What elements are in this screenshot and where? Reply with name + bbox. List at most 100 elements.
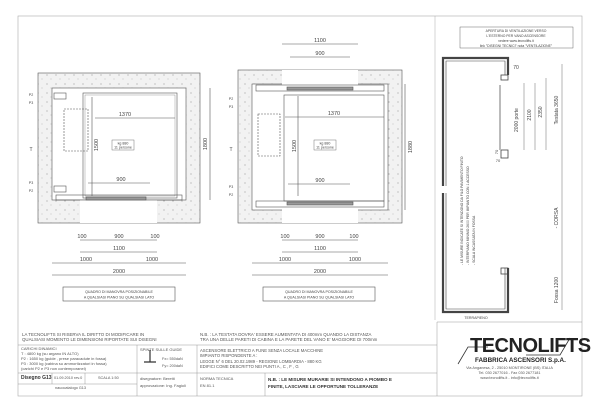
ground-label: TERRAPIENO (464, 316, 488, 320)
nb-bottom-line-2: FINITE, LASCIARE LE OPPORTUNE TOLLERANZE (268, 383, 379, 389)
title-block-grid (18, 321, 582, 396)
opening-dim: 1100 (314, 246, 326, 252)
label-p3: P3 (29, 181, 33, 185)
panel-note-1: QUADRO DI MANOVRA POSIZIONABILE (85, 290, 153, 294)
drawing-scale: SCALA 1:50 (98, 376, 119, 380)
spec-line-1: ASCENSORE ELETTRICO A FUNE SENZA LOCALE … (200, 348, 324, 353)
spec-line-4: EDIFICI COME DESCRITTO NEI PUNTI A , C ,… (200, 363, 299, 369)
door-inner-dim: 900 (116, 177, 125, 183)
half-right-dim: 1000 (349, 257, 361, 263)
travel-label: - CORSA (554, 207, 560, 229)
label-p2: P2 (29, 93, 33, 97)
label-t: T (229, 147, 232, 153)
door-height-dim: 2000 porte (514, 108, 520, 132)
door-dim: 900 (114, 234, 123, 240)
jamb-right-dim: 100 (150, 234, 159, 240)
guide-forces-title: SPINTE SULLE GUIDE (140, 347, 183, 352)
drawing-file: nauocatalogo G13 (55, 386, 87, 390)
plan-left (37, 72, 211, 302)
spec-line-3: LEGGE N° 6 DEL 20.02.1989 - REGIONE LOMB… (200, 358, 322, 364)
dim-2100: 2100 (527, 109, 533, 120)
load-label: kg 880 (320, 142, 331, 146)
top-opening-dim: 1100 (314, 38, 326, 44)
vent-note-1: APERTURA DI VENTILAZIONE VERSO (486, 29, 547, 33)
cabin-depth-dim: 1500 (94, 139, 100, 151)
panel-note-1: QUADRO DI MANOVRA POSIZIONABILE (285, 290, 353, 294)
norm-value: EN 81.1 (200, 382, 215, 388)
persons-label: 11 persone (114, 146, 132, 150)
spec-line-2: IMPIANTO RISPONDENTE A : (200, 353, 258, 359)
shaft-width-dim: 2000 (113, 269, 125, 275)
shaft-depth-dim: 1880 (408, 141, 414, 153)
nb-bottom-line-1: N.B. : LE MISURE MURARIE SI INTENDONO A … (268, 377, 392, 382)
label-p2: P2 (229, 97, 233, 101)
dim-2350: 2350 (538, 106, 544, 117)
cabin-width-dim: 1370 (328, 111, 340, 117)
dim-70-top: 70 (513, 65, 519, 71)
approval: approvazione: Ing. Fagioli (140, 382, 186, 388)
vent-note-2: L'ESTERNO PER VANO ASCENSORE (486, 34, 546, 38)
company-logo: TECNOLIFTS (470, 335, 591, 357)
section-note-2: - INTERPIANO MINIMO 2600 PER IMPIANTO CO… (466, 166, 470, 265)
shaft-depth-dim: 1800 (203, 138, 209, 150)
reserve-note: LA TECNOLIFTS SI RISERVA IL DIRITTO DI M… (22, 332, 157, 343)
cabin-depth-dim: 1500 (292, 140, 298, 152)
company-phone: Tel. 030 2677016 - Fax 030 2677181 (478, 370, 541, 375)
panel-note-2: A QUALSIASI PIANO SU QUALSIASI LATO (84, 296, 155, 300)
label-p2: P2 (29, 189, 33, 193)
force-fx: Fx= 550daN (162, 357, 183, 361)
half-left-dim: 1000 (279, 257, 291, 263)
drawing-number: Disegno G13 (21, 375, 52, 381)
force-fy: Fy= 200daN (162, 364, 183, 368)
designer: disegnatore: Beretti (140, 376, 175, 381)
load-t: T : 4800 kg (su argano IN ALTO) (21, 350, 79, 356)
counterweight (63, 108, 89, 152)
reserve-line-1: LA TECNOLIFTS SI RISERVA IL DIRITTO DI M… (22, 332, 145, 337)
plan-center (237, 43, 406, 302)
jamb-left-dim: 100 (280, 234, 289, 240)
company-web: www.tecnolifts.it - info@tecnolifts.it (480, 375, 539, 380)
opening-dim: 1100 (113, 246, 125, 252)
reserve-line-2: QUALSIASI MOMENTO LE DIMENSIONI RIPORTAT… (22, 337, 157, 343)
shaft-width-dim: 2000 (314, 269, 326, 275)
load-note: (carichi P2 e P3 non contemporanei) (21, 365, 86, 371)
section-note-3: - SCALA INCASSATA IN FOSSA (472, 215, 476, 265)
sheet-border (17, 15, 583, 397)
label-p3: P3 (229, 105, 233, 109)
headroom-dim: Testata 3650 (554, 95, 560, 124)
door-inner-dim: 900 (315, 178, 324, 184)
dim-70-b: 70 (496, 158, 501, 163)
company-name: FABBRICA ASCENSORI S.p.A. (475, 357, 566, 364)
vent-note-4: link "DISEGNI TECNICI" nota "VENTILAZION… (480, 44, 553, 48)
section-note-1: - LE MISURE INDICATE SI INTENDONO DA FIL… (460, 156, 464, 265)
persons-label: 11 persone (316, 146, 334, 150)
pit-dim: Fossa 1200 (554, 277, 560, 303)
nb-top-line-2: TRA UNA DELLE PARETI DI CABINA E LA PARE… (200, 337, 378, 343)
door-dim: 900 (315, 234, 324, 240)
jamb-left-dim: 100 (77, 234, 86, 240)
load-p3: P3 : 3000 kg (cabina su ammortizzatori i… (21, 360, 107, 366)
company-contacts: Via Anganesa, 2 - 25010 MONTIRONE (BS) I… (437, 366, 582, 380)
half-right-dim: 1000 (146, 257, 158, 263)
nb-top-line-1: N.B. : LA TESTATA DOVRA' ESSERE AUMENTAT… (200, 332, 372, 337)
section-view (434, 16, 574, 320)
panel-note-2: A QUALSIASI PIANO SU QUALSIASI LATO (284, 296, 355, 300)
company-address: Via Anganesa, 2 - 25010 MONTIRONE (BS) I… (466, 366, 553, 370)
label-p3: P3 (229, 185, 233, 189)
label-p3: P3 (29, 101, 33, 105)
top-door-dim: 900 (315, 51, 324, 57)
vent-note-3: vedere www.tecnolifts.it (498, 39, 533, 43)
load-label: kg 880 (118, 142, 129, 146)
load-p2: P2 : 1650 kg (guide , prese paracadute i… (21, 355, 107, 361)
half-left-dim: 1000 (80, 257, 92, 263)
loads-title: CARICHI DINAMICI (21, 346, 57, 351)
label-t: T (29, 147, 32, 153)
loads-block: CARICHI DINAMICI T : 4800 kg (su argano … (21, 346, 107, 372)
drawing-date: 01.09.2010 rev.0 (54, 376, 83, 380)
spec-block: ASCENSORE ELETTRICO A FUNE SENZA LOCALE … (200, 348, 323, 369)
tolerance-note: N.B. : LE MISURE MURARIE SI INTENDONO A … (268, 377, 392, 390)
dim-70-a: 70 (494, 149, 499, 154)
